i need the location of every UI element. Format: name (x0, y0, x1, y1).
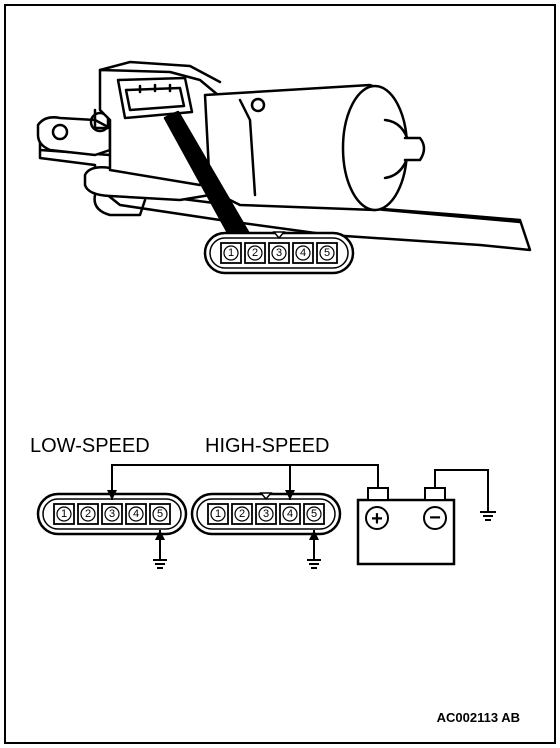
high-connector-pin-ring (234, 506, 250, 522)
high-connector-pin-label: 5 (311, 508, 317, 520)
low-connector-pin-ring (128, 506, 144, 522)
low-connector-pin-ring (56, 506, 72, 522)
high-connector-pin-label: 3 (263, 508, 269, 520)
top-connector-pin-ring (295, 245, 311, 261)
top-connector-pin-ring (247, 245, 263, 261)
low-speed-label: LOW-SPEED (30, 435, 150, 457)
battery: + − (356, 487, 456, 566)
low-connector-pin-label: 3 (109, 508, 115, 520)
connector-high-speed: 1 2 3 4 5 (190, 492, 342, 536)
positive-terminal (367, 487, 389, 501)
low-connector-pin-ring (104, 506, 120, 522)
top-connector-key-tab (272, 231, 286, 240)
wiper-motor-illustration (36, 60, 532, 252)
ground-arrow (309, 530, 319, 540)
high-connector-pin-ring (282, 506, 298, 522)
ground-arrow (155, 530, 165, 540)
high-connector-pin-label: 1 (215, 508, 221, 520)
top-connector-pin-label: 2 (252, 247, 258, 259)
positive-symbol-ring (365, 506, 389, 530)
negative-lead (434, 469, 489, 512)
top-connector-pin-ring (319, 245, 335, 261)
top-connector-pin-ring (271, 245, 287, 261)
positive-symbol: + (371, 508, 383, 530)
top-connector-pin-label: 5 (324, 247, 330, 259)
high-connector-key-tab (259, 492, 273, 501)
ground-symbols (153, 511, 496, 569)
low-connector-pin-ring (80, 506, 96, 522)
connector-low-speed: 1 2 3 4 5 (36, 492, 188, 536)
negative-symbol-ring (423, 506, 447, 530)
connector-top-view: 1 2 3 4 5 (203, 231, 355, 275)
negative-terminal (424, 487, 446, 501)
low-connector-pin-label: 2 (85, 508, 91, 520)
high-connector-pin-ring (210, 506, 226, 522)
high-connector-pin-label: 4 (287, 508, 293, 520)
high-connector-pin-label: 2 (239, 508, 245, 520)
positive-lead-low (111, 464, 379, 500)
low-connector-pin-label: 4 (133, 508, 139, 520)
figure-code: AC002113 AB (437, 710, 520, 725)
high-speed-label: HIGH-SPEED (205, 435, 329, 457)
top-connector-pin-label: 1 (228, 247, 234, 259)
top-connector-pin-label: 3 (276, 247, 282, 259)
negative-symbol: − (429, 507, 441, 529)
low-connector-pin-label: 1 (61, 508, 67, 520)
lead-arrows (107, 490, 295, 500)
low-connector-pin-label: 5 (157, 508, 163, 520)
low-connector-pin-ring (152, 506, 168, 522)
top-connector-pin-label: 4 (300, 247, 306, 259)
high-connector-pin-ring (306, 506, 322, 522)
top-connector-pin-ring (223, 245, 239, 261)
high-connector-pin-ring (258, 506, 274, 522)
